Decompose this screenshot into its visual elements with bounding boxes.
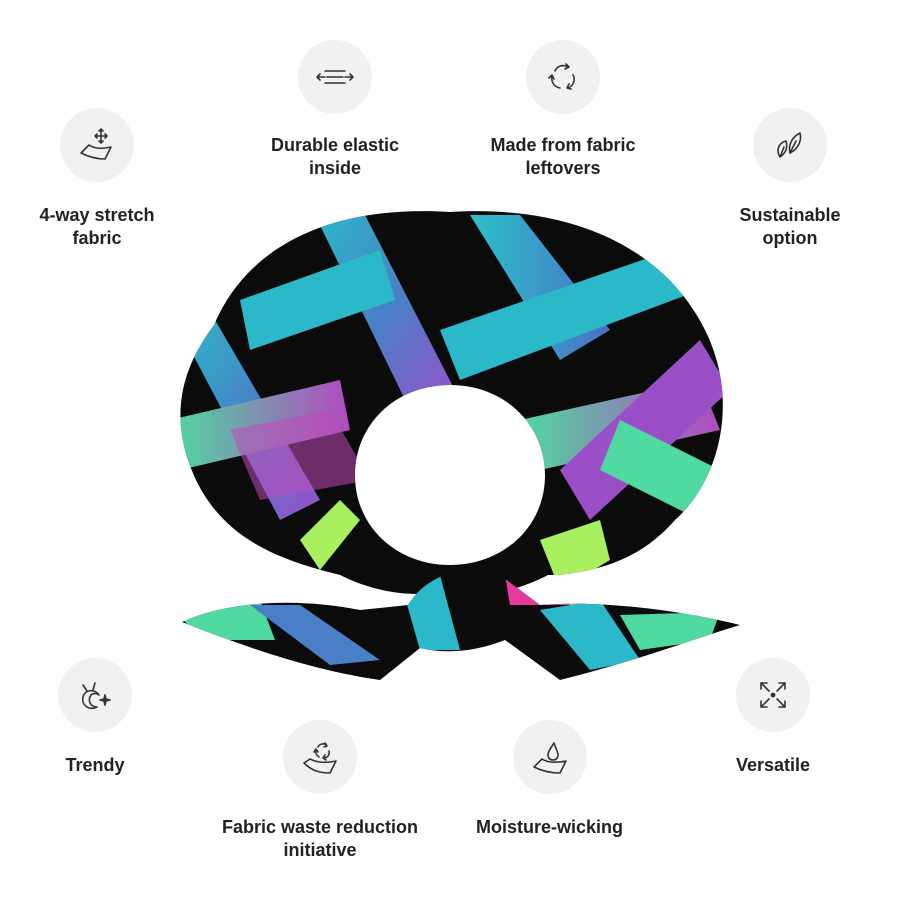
leaves-icon (753, 108, 827, 182)
sustainable-label: Sustainable option (739, 205, 841, 248)
versatile-label: Versatile (735, 755, 811, 775)
stretch-label: 4-way stretch fabric (39, 205, 155, 248)
elastic-label: Durable elastic inside (270, 135, 400, 178)
feature-sustainable: Sustainable option (715, 108, 865, 250)
feature-waste: Fabric waste reduction initiative (210, 720, 430, 862)
feature-elastic: Durable elastic inside (250, 40, 420, 180)
moisture-label: Moisture-wicking (475, 817, 623, 837)
waste-label: Fabric waste reduction initiative (221, 817, 419, 860)
recycle-arrows-icon (526, 40, 600, 114)
fabric-stretch-icon (60, 108, 134, 182)
elastic-arrows-icon (298, 40, 372, 114)
trendy-label: Trendy (65, 755, 125, 775)
feature-versatile: Versatile (698, 658, 848, 777)
feature-leftovers: Made from fabric leftovers (472, 40, 654, 180)
cat-moon-sparkle-icon (58, 658, 132, 732)
feature-stretch: 4-way stretch fabric (22, 108, 172, 250)
fabric-recycle-icon (283, 720, 357, 794)
water-drop-fabric-icon (512, 720, 587, 794)
leftovers-label: Made from fabric leftovers (490, 135, 636, 178)
feature-moisture: Moisture-wicking (462, 720, 637, 839)
expand-arrows-icon (736, 658, 810, 732)
feature-trendy: Trendy (20, 658, 170, 777)
